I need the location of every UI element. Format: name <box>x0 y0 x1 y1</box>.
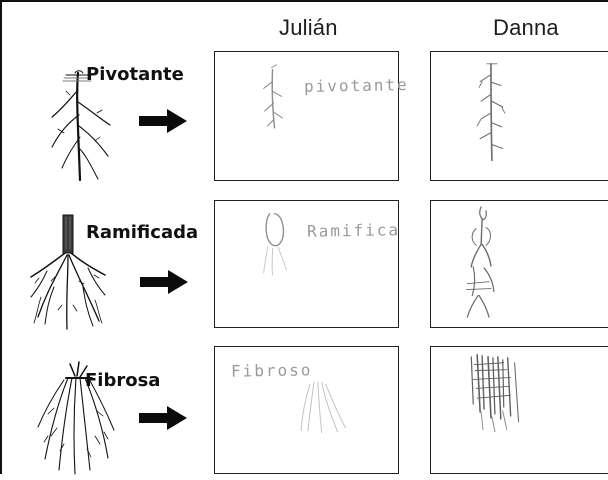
row-ramificada: Ramificada Ramifica <box>2 197 608 337</box>
julian-handwritten-label: Fibroso <box>231 360 313 380</box>
danna-drawing-pivotante <box>430 51 608 181</box>
root-type-label: Ramificada <box>86 222 198 243</box>
danna-drawing-fibrosa <box>430 346 608 474</box>
danna-drawing-ramificada <box>430 200 608 328</box>
julian-handwritten-label: pivotante <box>304 75 409 96</box>
arrow-right-icon <box>137 404 189 432</box>
julian-drawing-pivotante: pivotante <box>214 51 399 181</box>
row-pivotante: Pivotante pivotante <box>2 47 608 192</box>
root-type-label: Fibrosa <box>85 370 160 391</box>
arrow-right-icon <box>138 268 190 296</box>
column-header-julian: Julián <box>279 15 338 41</box>
julian-handwritten-label: Ramifica <box>307 220 400 241</box>
arrow-right-icon <box>137 107 189 135</box>
julian-drawing-ramificada: Ramifica <box>214 200 399 328</box>
root-type-label: Pivotante <box>86 64 184 85</box>
julian-drawing-fibrosa: Fibroso <box>214 346 399 474</box>
column-header-danna: Danna <box>493 15 559 41</box>
row-fibrosa: Fibrosa Fibroso <box>2 338 608 474</box>
